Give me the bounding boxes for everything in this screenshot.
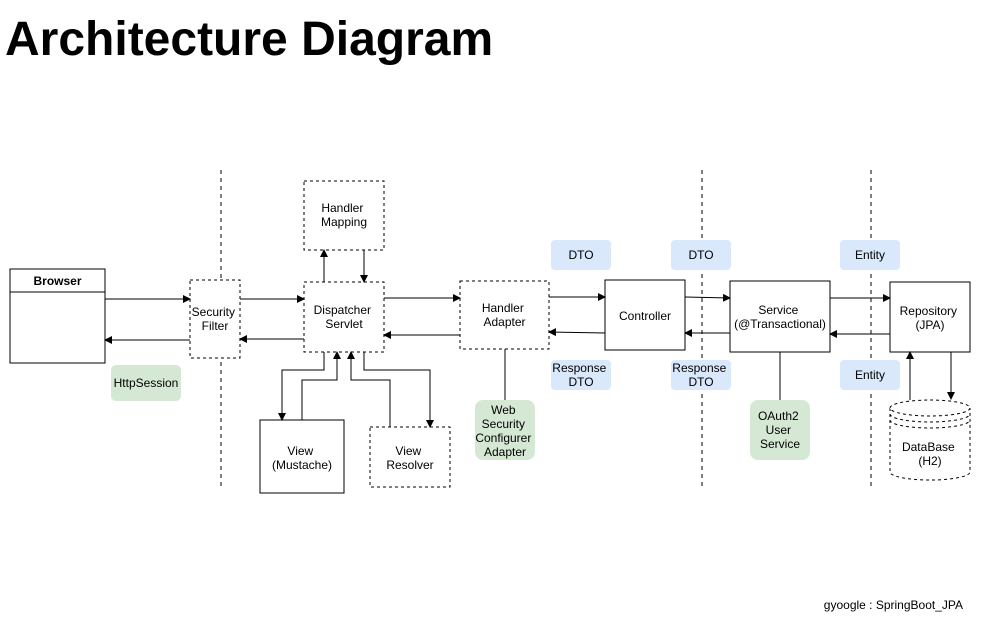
database-label-line1: DataBase — [902, 440, 955, 454]
dto-2-label: DTO — [688, 248, 713, 262]
web-security-label-line3: Configurer — [475, 431, 531, 445]
response-dto-2-label-line2: DTO — [688, 375, 713, 389]
edge-controller-to-adapter — [548, 328, 606, 337]
service-label-line2: (@Transactional) — [734, 317, 826, 331]
entity-1-label: Entity — [855, 248, 885, 262]
browser-label: Browser — [33, 274, 81, 288]
handler-adapter-node: Handler Adapter — [459, 280, 550, 350]
web-security-tag: Web Security Configurer Adapter — [475, 400, 535, 460]
handler-mapping-label-line2: Mapping — [321, 215, 367, 229]
repository-node: Repository (JPA) — [889, 281, 971, 353]
database-label-line2: (H2) — [918, 454, 941, 468]
service-label-line1: Service — [758, 303, 798, 317]
entity-tag-1: Entity — [840, 240, 900, 270]
http-session-label: HttpSession — [114, 376, 179, 390]
svg-text:Dispatcher Servlet: Dispatcher Servlet — [314, 303, 375, 331]
oauth2-label-line1: OAuth2 — [758, 409, 799, 423]
dto-tag-1: DTO — [551, 240, 611, 270]
security-filter-label-line2: Filter — [202, 319, 229, 333]
edge-controller-to-service — [684, 293, 731, 302]
response-dto-1-label-line2: DTO — [568, 375, 593, 389]
response-dto-1-label-line1: Response — [552, 361, 606, 375]
security-filter-node: Security Filter — [189, 279, 241, 359]
view-mustache-label-line2: (Mustache) — [272, 458, 332, 472]
web-security-label-line2: Security — [482, 417, 525, 431]
dto-tag-2: DTO — [671, 240, 731, 270]
edge-resolver-to-dispatcher — [347, 351, 391, 427]
svg-text:View (Mustache): View (Mustache) — [272, 444, 332, 472]
view-resolver-node: View Resolver — [369, 426, 451, 488]
browser-node: Browser — [9, 268, 106, 364]
view-mustache-label-line1: View — [287, 444, 313, 458]
web-security-label-line4: Adapter — [484, 445, 526, 459]
dispatcher-servlet-label-line2: Servlet — [325, 317, 363, 331]
entity-2-label: Entity — [855, 368, 885, 382]
controller-node: Controller — [604, 279, 686, 351]
svg-text:Security Filter: Security Filter — [192, 305, 239, 333]
dispatcher-servlet-node: Dispatcher Servlet — [303, 281, 385, 353]
database-node: DataBase (H2) — [889, 399, 971, 481]
handler-mapping-label-line1: Handler — [321, 201, 363, 215]
page-title: Architecture Diagram — [5, 13, 494, 66]
response-dto-tag-2: Response DTO — [671, 360, 731, 390]
svg-text:Repository (JPA): Repository (JPA) — [900, 304, 961, 332]
oauth2-label-line3: Service — [760, 437, 800, 451]
response-dto-tag-1: Response DTO — [551, 360, 611, 390]
handler-adapter-label-line1: Handler — [482, 301, 524, 315]
edge-dispatcher-to-view — [278, 352, 325, 421]
svg-text:Response DTO: Response DTO — [552, 361, 609, 389]
web-security-label-line1: Web — [491, 403, 516, 417]
svg-text:Handler Adapter: Handler Adapter — [482, 301, 527, 329]
svg-text:Response DTO: Response DTO — [672, 361, 729, 389]
svg-text:View Resolver: View Resolver — [386, 444, 433, 472]
dispatcher-servlet-label-line1: Dispatcher — [314, 303, 371, 317]
service-node: Service (@Transactional) — [729, 280, 831, 353]
repository-label-line1: Repository — [900, 304, 957, 318]
security-filter-label-line1: Security — [192, 305, 235, 319]
view-resolver-label-line2: Resolver — [386, 458, 433, 472]
oauth2-tag: OAuth2 User Service — [750, 400, 810, 460]
controller-label: Controller — [619, 309, 671, 323]
response-dto-2-label-line1: Response — [672, 361, 726, 375]
handler-mapping-node: Handler Mapping — [303, 180, 385, 251]
entity-tag-2: Entity — [840, 360, 900, 390]
repository-label-line2: (JPA) — [915, 318, 944, 332]
footer-credit: gyoogle : SpringBoot_JPA — [823, 598, 963, 612]
svg-text:Web Security Confi: Web Security Configurer Adapter — [475, 403, 534, 459]
edge-view-to-dispatcher — [301, 351, 341, 420]
view-mustache-node: View (Mustache) — [259, 419, 345, 494]
view-resolver-label-line1: View — [395, 444, 421, 458]
svg-text:Service (@Transactional): Service (@Transactional) — [734, 303, 826, 331]
oauth2-label-line2: User — [766, 423, 791, 437]
handler-adapter-label-line2: Adapter — [483, 315, 525, 329]
svg-text:OAuth2 User Servic: OAuth2 User Service — [758, 409, 802, 451]
dto-1-label: DTO — [568, 248, 593, 262]
svg-text:Handler Mapping: Handler Mapping — [321, 201, 367, 229]
http-session-tag: HttpSession — [111, 365, 181, 401]
svg-text:DataBase (H2): DataBase (H2) — [902, 440, 958, 468]
edge-dispatcher-to-resolver — [363, 352, 434, 428]
